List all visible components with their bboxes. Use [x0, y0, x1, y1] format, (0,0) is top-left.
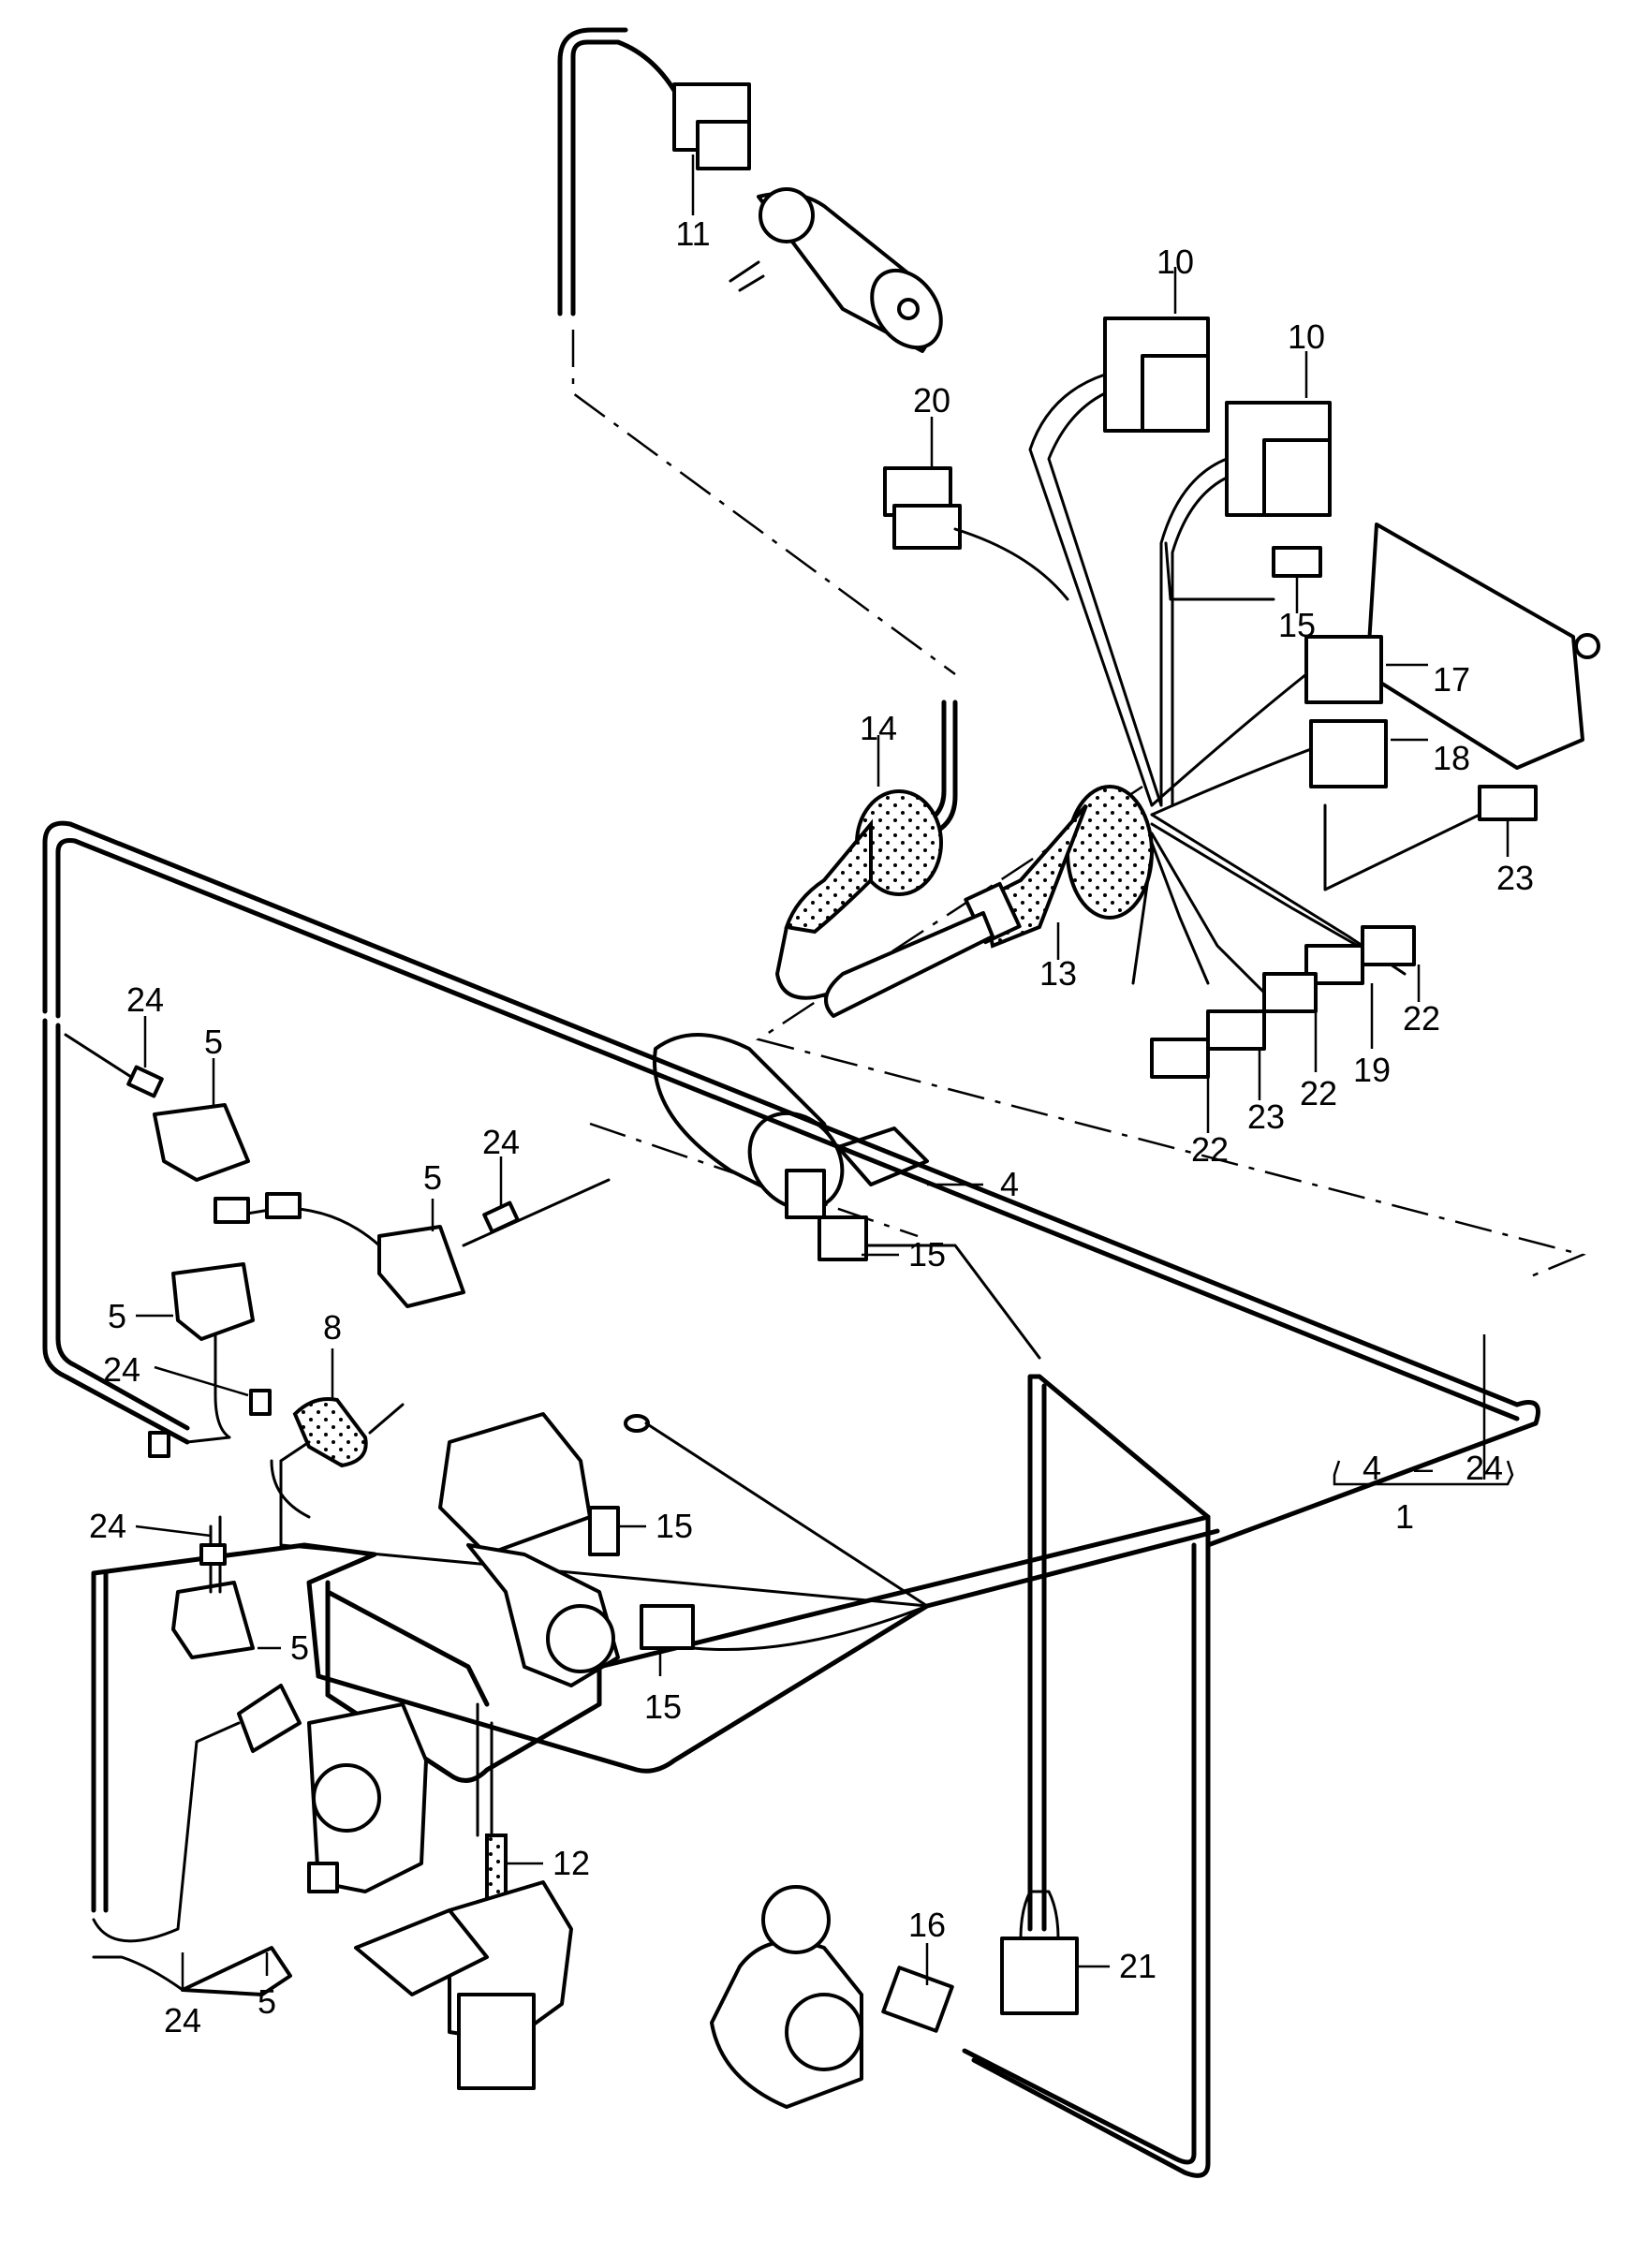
callout-5: 5 [290, 1628, 309, 1667]
connector-16 [881, 1966, 954, 2033]
callout-20: 20 [913, 381, 950, 420]
connector-22c [1150, 1038, 1210, 1079]
connector-5c [171, 1262, 255, 1341]
callout-22: 22 [1300, 1074, 1337, 1112]
range-dash: – [1414, 1449, 1433, 1487]
callout-5: 5 [204, 1023, 223, 1061]
connector-15c [588, 1506, 620, 1556]
callout-24: 24 [89, 1507, 126, 1545]
connector-17 [1304, 635, 1383, 704]
callout-15: 15 [644, 1687, 682, 1726]
callout-8: 8 [323, 1308, 342, 1347]
control-unit [1365, 523, 1600, 770]
callout-17: 17 [1433, 660, 1470, 699]
center-module [279, 1397, 929, 1687]
grommet-13 [824, 785, 1154, 1018]
connector-15d [640, 1604, 695, 1650]
callout-5: 5 [258, 1982, 276, 2021]
callout-23: 23 [1496, 859, 1534, 897]
callout-11: 11 [675, 214, 710, 253]
motor [729, 187, 943, 353]
callout-10: 10 [1288, 317, 1325, 356]
callout-16: 16 [908, 1906, 946, 1944]
bottom-components [307, 1702, 1079, 2109]
callout-24: 24 [103, 1350, 140, 1389]
callout-10: 10 [1156, 243, 1194, 281]
callout-15: 15 [656, 1507, 693, 1545]
leader-lines [135, 155, 1514, 1990]
callout-labels: 11 10 10 20 15 17 18 14 23 13 22 19 22 2… [89, 214, 1534, 2040]
connector-22a [1361, 925, 1416, 966]
callout-22: 22 [1403, 999, 1440, 1038]
main-harness [42, 820, 1540, 2178]
connector-23b [1206, 1009, 1266, 1051]
left-connectors [64, 1033, 611, 1996]
callout-18: 18 [1433, 739, 1470, 777]
callout-5: 5 [108, 1297, 126, 1335]
callout-24: 24 [126, 980, 164, 1019]
callout-24: 24 [164, 2001, 201, 2040]
connector-5e [237, 1684, 302, 1753]
connector-15a [1272, 546, 1322, 578]
connector-5d [171, 1581, 255, 1659]
starter-motor [710, 1885, 863, 2109]
callout-14: 14 [860, 709, 897, 747]
callout-15: 15 [908, 1235, 946, 1274]
callout-23: 23 [1247, 1097, 1285, 1136]
callout-13: 13 [1039, 954, 1077, 993]
connector-15b [818, 1215, 868, 1261]
callout-22: 22 [1191, 1130, 1229, 1169]
assembly-number: 1 [1395, 1497, 1414, 1536]
callout-24: 24 [482, 1123, 520, 1161]
connector-22b [1262, 972, 1318, 1013]
connector-5a [153, 1103, 250, 1182]
callout-12: 12 [552, 1844, 590, 1882]
connector-5b [377, 1225, 465, 1308]
callout-21: 21 [1119, 1947, 1156, 1985]
connector-23a [1478, 785, 1538, 821]
top-wire-assembly [557, 27, 943, 353]
range-to: 24 [1466, 1449, 1503, 1487]
callout-5: 5 [423, 1158, 442, 1197]
callout-4: 4 [1000, 1165, 1019, 1203]
callout-15: 15 [1278, 606, 1316, 644]
upper-connector-cluster [883, 317, 1600, 891]
connector-18 [1309, 719, 1388, 788]
callout-19: 19 [1353, 1051, 1391, 1089]
range-from: 4 [1363, 1449, 1381, 1487]
connector-21 [1000, 1937, 1079, 2015]
lower-right-connectors [1131, 813, 1416, 1079]
connector-8 [292, 1397, 368, 1468]
